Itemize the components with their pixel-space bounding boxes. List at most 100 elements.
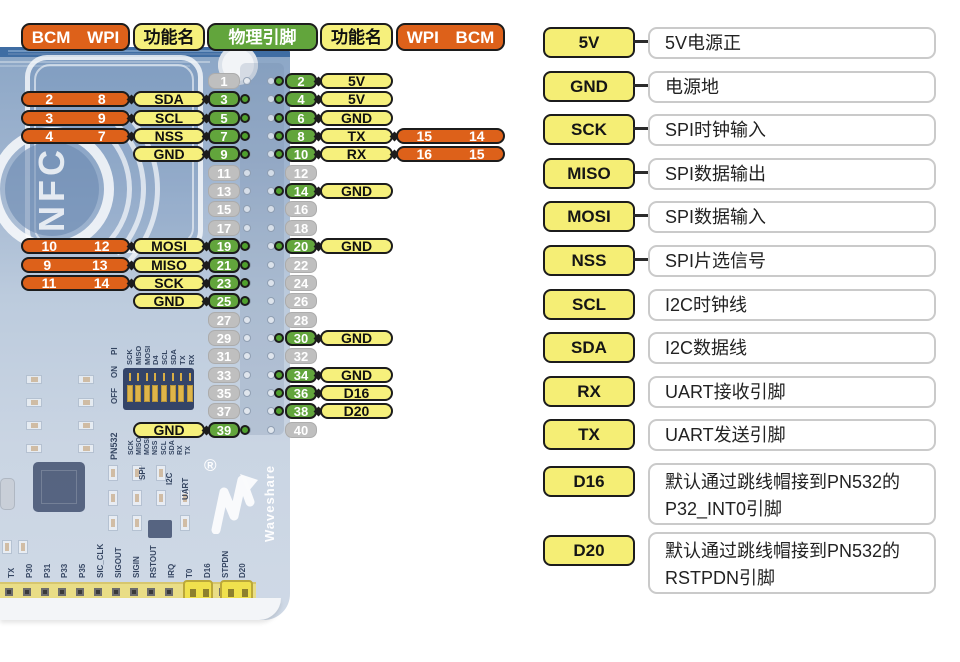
header-pin-base [5,588,13,596]
pin-34-number: 34 [285,367,317,383]
gpio-hole [267,224,275,232]
pin-34-function: GND [320,367,393,383]
pin-13-number: 13 [208,183,240,199]
pin-10-function: RX [320,146,393,162]
smd-component [132,465,142,481]
dip-switch [143,385,150,402]
pcb-bottom-edge [0,598,281,620]
pin-15-number: 15 [208,201,240,217]
pin-38-function: D20 [320,403,393,419]
smd-component [132,490,142,506]
legend-desc-SCK: SPI时钟输入 [648,114,936,146]
pin-4-dot [274,94,284,104]
bcm-value: 10 [41,238,58,254]
wpi-value: 16 [416,146,433,162]
smd-component [2,540,12,554]
gpio-hole [267,279,275,287]
bcm-value: 14 [468,128,485,144]
legend-connector [633,40,650,43]
legend-desc-D16: 默认通过跳线帽接到PN532的P32_INT0引脚 [648,463,936,525]
dip-switch [178,385,185,402]
pcb-trace [8,53,233,55]
legend-desc-SCL: I2C时钟线 [648,289,936,321]
pin-18-number: 18 [285,220,317,236]
pin-11-number: 11 [208,165,240,181]
bcm-value: 9 [43,257,52,273]
pin-14-function: GND [320,183,393,199]
legend-pill-D20: D20 [543,535,635,566]
dip-switch [169,385,176,402]
legend-pill-SCK: SCK [543,114,635,145]
gpio-hole [243,407,251,415]
legend-desc-MOSI: SPI数据输入 [648,201,936,233]
header-pin-base [58,588,67,596]
header-pin-base [165,588,174,596]
pin-30-dot [274,333,284,343]
pcb-trace [8,50,233,52]
bcm-value: 11 [41,275,57,291]
gpio-hole [243,187,251,195]
smd-component [26,421,42,430]
wpi-value: 13 [92,257,108,273]
smd-component [156,490,166,506]
gpio-hole [267,352,275,360]
legend-pill-MOSI: MOSI [543,201,635,232]
wpi-value: 15 [416,128,433,144]
header-wpi-bcm: WPI BCM [396,23,505,51]
pin-7-dot [240,131,250,141]
waveshare-logo-icon [211,474,258,534]
sot-chip [148,520,172,538]
pin-20-function: GND [320,238,393,254]
pin-36-dot [274,388,284,398]
header-pin-base [22,588,31,596]
pin-35-number: 35 [208,385,240,401]
bcm-value: 3 [45,110,54,126]
smd-component [108,465,118,481]
pcb-top-strip [0,47,290,57]
pin-2-dot [274,76,284,86]
pin-37-number: 37 [208,403,240,419]
pin-7-number: 7 [208,128,240,144]
dip-switch-stem [162,373,165,381]
dip-switch-stem [137,373,140,381]
dip-switch-stem [145,373,148,381]
pin-10-dot [274,149,284,159]
smd-component [78,375,94,384]
pin-21-dot [240,260,250,270]
smd-component [26,375,42,384]
pin-4-function: 5V [320,91,393,107]
dip-switch-stem [188,373,191,381]
pin-9-function: GND [133,146,205,162]
nfc-logo-disk [5,142,99,236]
pin-31-number: 31 [208,348,240,364]
pin-23-number: 23 [208,275,240,291]
legend-pill-D16: D16 [543,466,635,497]
gpio-hole [267,297,275,305]
pin-9-number: 9 [208,146,240,162]
dip-switch-stem [180,373,183,381]
smd-component [108,515,118,531]
legend-pill-5V: 5V [543,27,635,58]
pin-39-dot [240,425,250,435]
legend-desc-GND: 电源地 [648,71,936,103]
header-bcm-wpi: BCM WPI [21,23,130,51]
smd-component [132,515,142,531]
pin-16-number: 16 [285,201,317,217]
pin-38-dot [274,406,284,416]
pin-21-bcm-wpi: 9 13 [21,257,130,273]
dip-switch-stem [171,373,174,381]
legend-connector [633,127,650,130]
pin-6-function: GND [320,110,393,126]
legend-pill-GND: GND [543,71,635,102]
legend-connector [633,214,650,217]
pin-14-dot [274,186,284,196]
dip-switch [135,385,142,402]
pin-22-number: 22 [285,257,317,273]
bcm-value: 4 [45,128,54,144]
legend-pill-RX: RX [543,376,635,407]
pin-25-dot [240,296,250,306]
